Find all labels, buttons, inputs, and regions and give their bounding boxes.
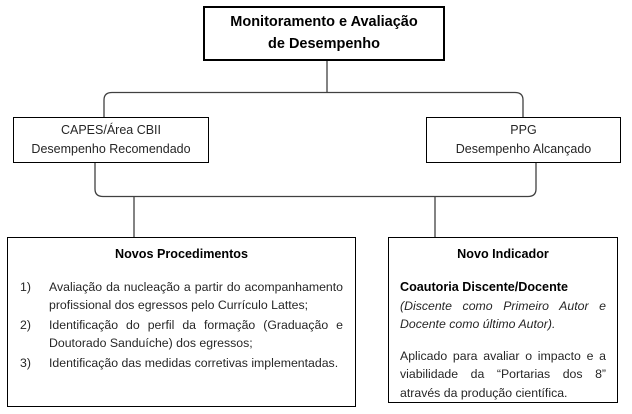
indicator-body: Aplicado para avaliar o impacto e a viab… <box>400 348 606 400</box>
connector-lower-rail <box>94 163 537 198</box>
procedures-item-number: 1) <box>20 279 31 294</box>
procedures-item-number: 3) <box>20 355 31 370</box>
procedures-list-item: 1) Avaliação da nucleação a partir do ac… <box>20 278 343 315</box>
procedures-item-text: Identificação das medidas corretivas imp… <box>49 355 339 370</box>
procedures-list-item: 3) Identificação das medidas corretivas … <box>20 354 343 372</box>
procedures-item-text: Identificação do perfil da formação (Gra… <box>49 317 343 351</box>
connector-upper-rail <box>103 91 524 117</box>
indicator-box: Novo Indicador Coautoria Discente/Docent… <box>388 237 618 403</box>
capes-box-line2: Desempenho Recomendado <box>31 142 191 156</box>
indicator-box-title: Novo Indicador <box>457 247 549 261</box>
ppg-box-line1: PPG <box>510 123 537 138</box>
procedures-item-text: Avaliação da nucleação a partir do acomp… <box>49 279 343 313</box>
procedures-item-number: 2) <box>20 317 31 332</box>
capes-box: CAPES/Área CBII Desempenho Recomendado <box>13 117 209 163</box>
capes-box-line1: CAPES/Área CBII <box>60 123 162 138</box>
procedures-list-item: 2) Identificação do perfil da formação (… <box>20 316 343 353</box>
ppg-box-line2: Desempenho Alcançado <box>455 142 592 156</box>
procedures-list: 1) Avaliação da nucleação a partir do ac… <box>20 278 343 372</box>
indicator-subtitle-note: (Discente como Primeiro Autor e Docente … <box>400 298 606 332</box>
ppg-box: PPG Desempenho Alcançado <box>426 117 621 163</box>
procedures-box-title: Novos Procedimentos <box>115 247 248 261</box>
indicator-subtitle: Coautoria Discente/Docente <box>400 279 568 294</box>
title-box: Monitoramento e Avaliação de Desempenho <box>203 6 445 61</box>
title-box-line2: de Desempenho <box>268 35 380 52</box>
procedures-box: Novos Procedimentos 1) Avaliação da nucl… <box>7 237 356 407</box>
title-box-line1: Monitoramento e Avaliação <box>230 14 418 31</box>
